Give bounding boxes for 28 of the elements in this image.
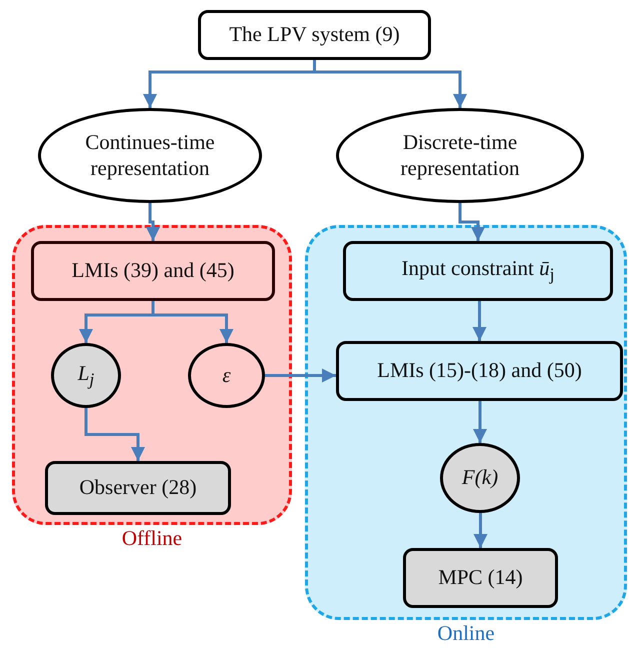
- arrow: [146, 203, 160, 241]
- node-label: LMIs (39) and (45): [70, 258, 236, 284]
- node-label: Observer (28): [78, 475, 198, 501]
- node-label: F(k): [460, 465, 500, 491]
- process-box: [403, 548, 558, 608]
- node-label: Discrete-time representation: [400, 130, 520, 181]
- process-box: [343, 241, 613, 301]
- process-box: [45, 461, 231, 515]
- node-label: ε: [221, 362, 232, 388]
- node-label: L$_{j}$: [76, 360, 96, 390]
- node-label: MPC (14): [437, 565, 524, 591]
- process-box: [31, 241, 275, 301]
- node-label: Input constraint ū$_{j}$: [400, 256, 556, 286]
- node-label: LMIs (15)-(18) and (50): [376, 358, 583, 384]
- process-box: [336, 341, 623, 401]
- arrow: [152, 301, 234, 343]
- group-caption: Online: [436, 621, 496, 646]
- arrow: [265, 368, 336, 382]
- node-label: The LPV system (9): [228, 22, 401, 48]
- node-label: Continues-time representation: [84, 130, 216, 181]
- group-caption: Offline: [120, 526, 184, 552]
- arrow: [473, 401, 487, 443]
- ellipse-node: [188, 343, 265, 408]
- arrow: [474, 513, 488, 548]
- arrow: [472, 301, 486, 341]
- arrow: [84, 408, 145, 461]
- process-box: [198, 10, 431, 60]
- arrow: [458, 203, 485, 241]
